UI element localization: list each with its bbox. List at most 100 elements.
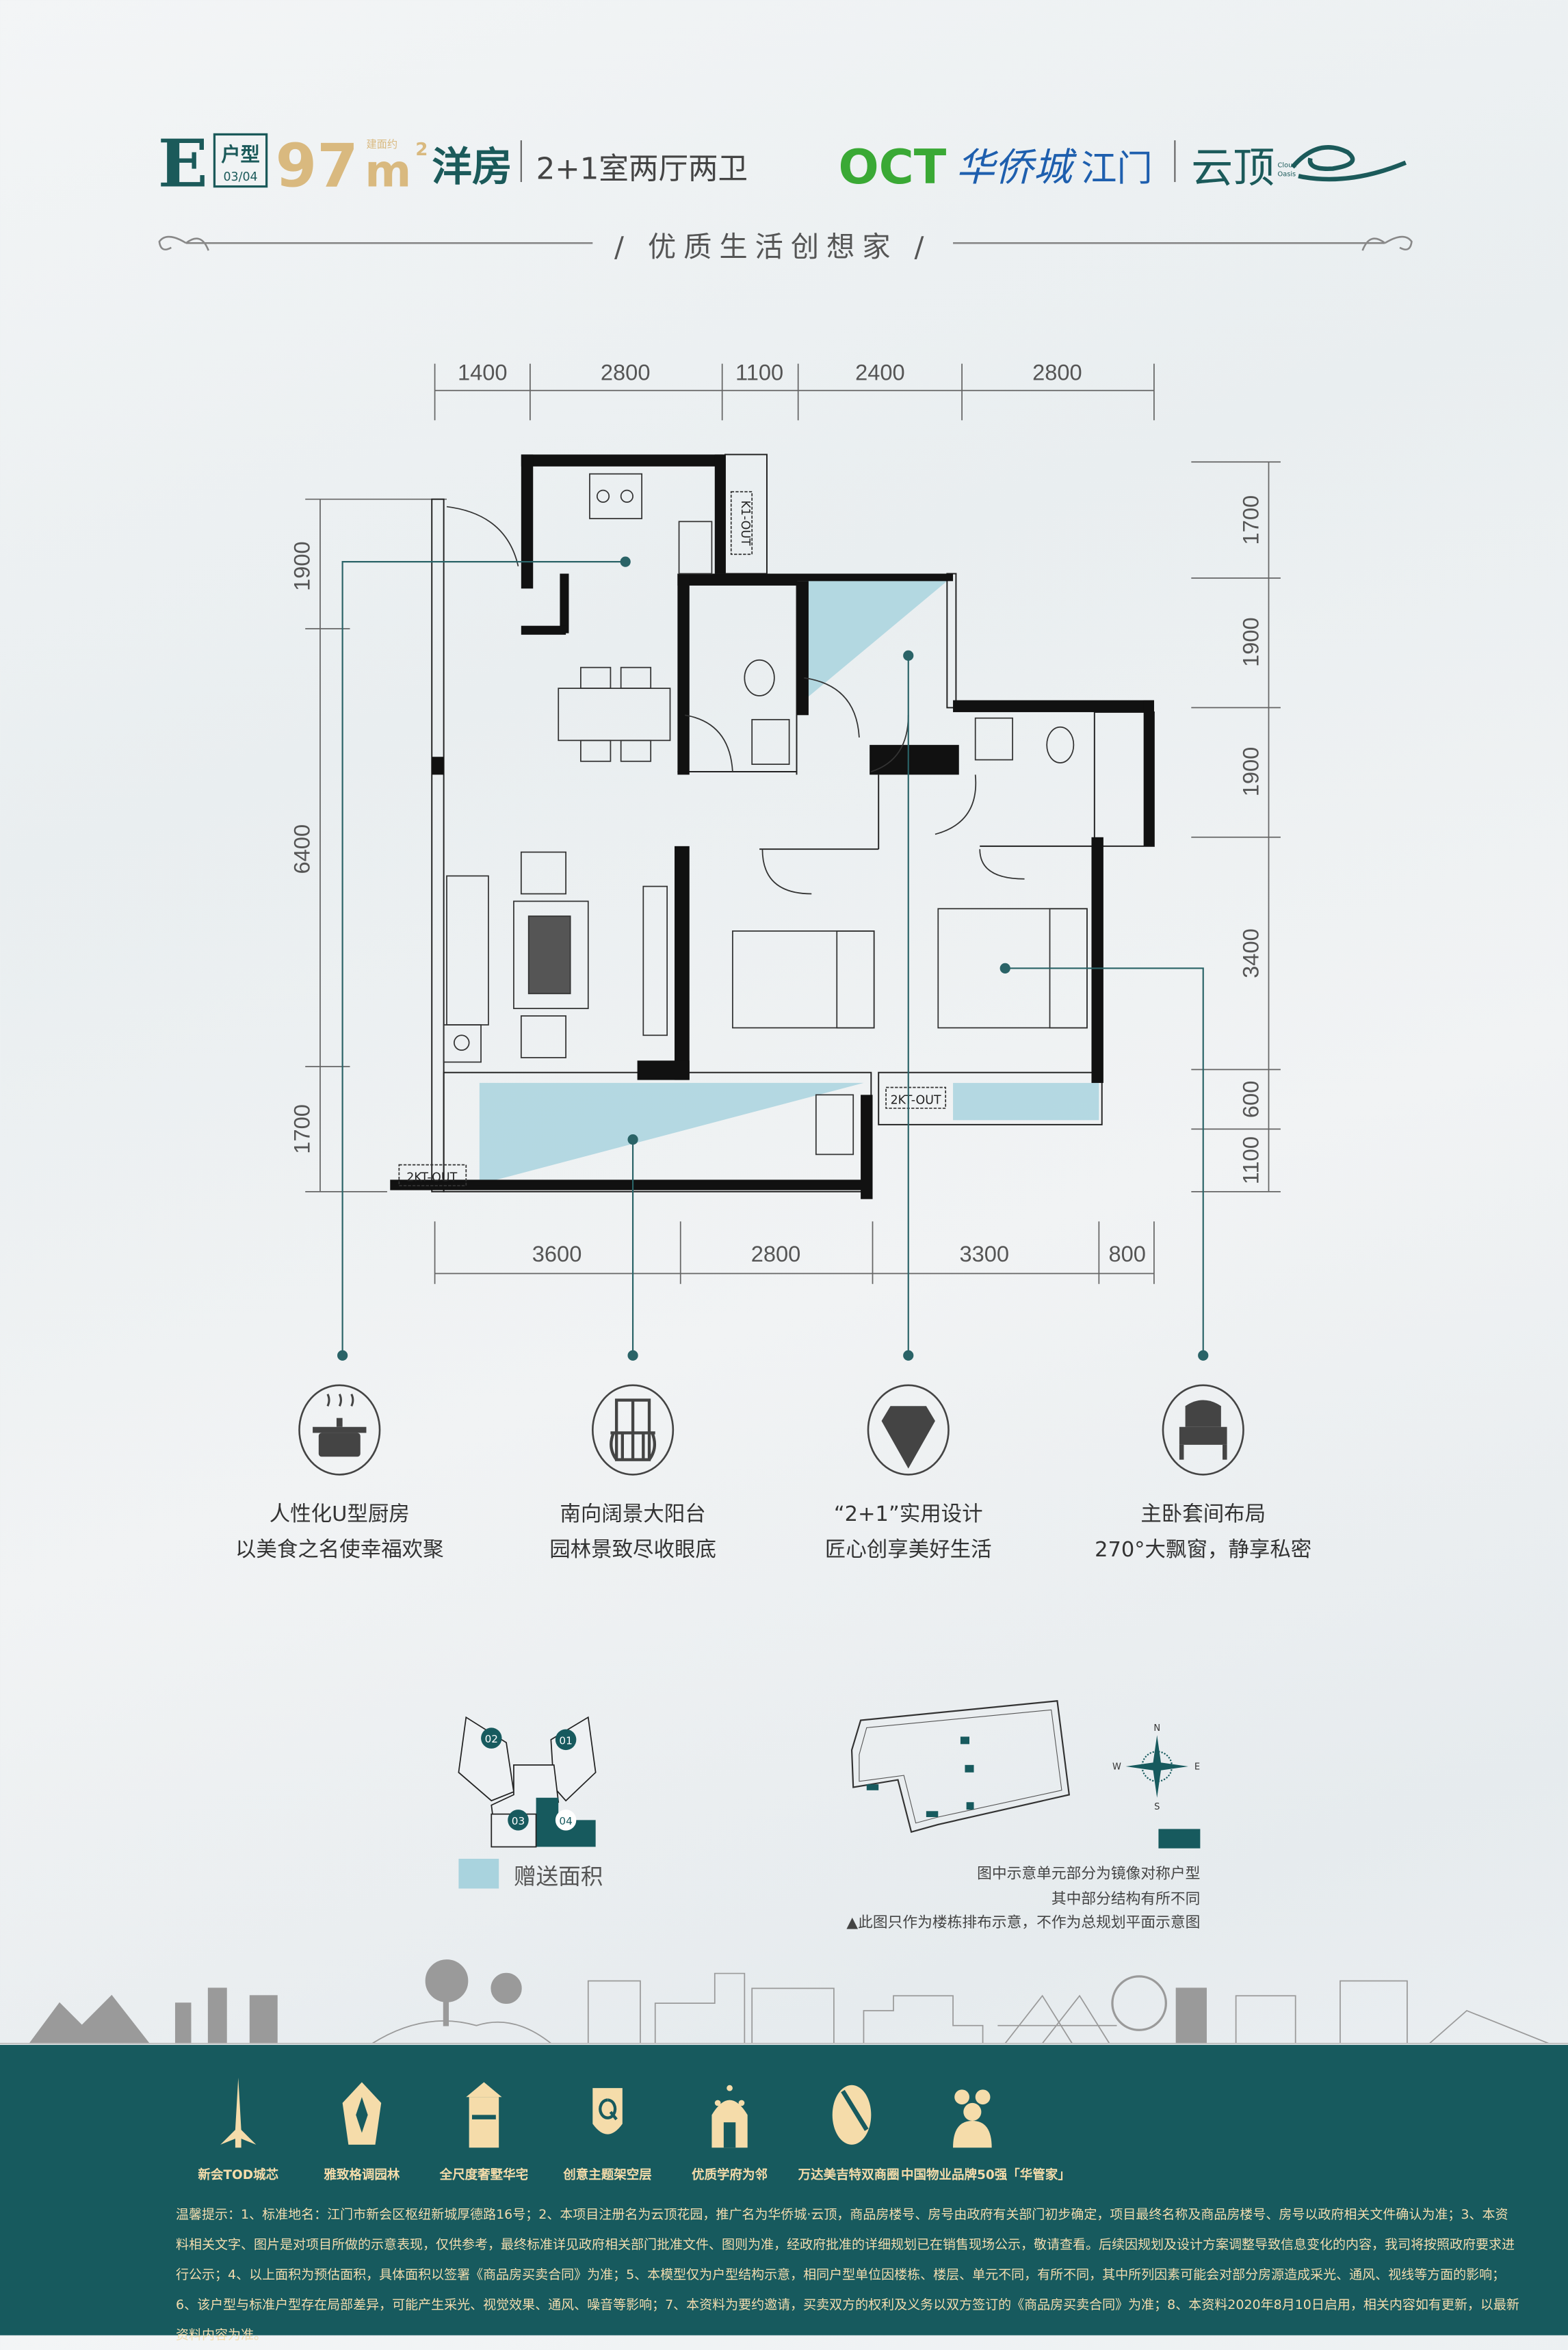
project-en-2: Oasis bbox=[1278, 170, 1296, 178]
disclaimer-text: 温馨提示：1、标准地名：江门市新会区枢纽新城厚德路16号；2、本项目注册名为云顶… bbox=[176, 2207, 1519, 2342]
garden-emblem-icon bbox=[342, 2082, 382, 2145]
diamond-icon bbox=[881, 1406, 935, 1469]
tagline-ornament bbox=[158, 235, 1413, 251]
feature-title: 主卧套间布局 bbox=[1140, 1502, 1266, 1526]
site-plan: N S W E 图中示意单元部分为镜像对称户型 其中部分结构有所不同 ▲此图只作… bbox=[846, 1700, 1201, 1931]
footer-item: 新会TOD城芯 bbox=[198, 2167, 278, 2182]
footer-item: 中国物业品牌50强「华管家」 bbox=[901, 2167, 1071, 2182]
feature-subtitle: 园林景致尽收眼底 bbox=[549, 1538, 716, 1562]
dim-right-4: 3400 bbox=[1238, 928, 1263, 978]
thin-walls bbox=[431, 454, 1155, 1192]
dimension-lines bbox=[305, 363, 1281, 1284]
compass-w: W bbox=[1112, 1762, 1121, 1772]
area-prefix: 建面约 bbox=[366, 138, 397, 151]
sink bbox=[678, 521, 713, 575]
gift-area-legend: 赠送面积 bbox=[514, 1864, 603, 1890]
compass-s: S bbox=[1154, 1802, 1160, 1812]
compass-n: N bbox=[1153, 1723, 1160, 1734]
gift-areas bbox=[479, 581, 1099, 1184]
compass-rose-icon: N S W E bbox=[1112, 1723, 1200, 1812]
dim-right-6: 1100 bbox=[1238, 1136, 1263, 1184]
unit-02-label: 02 bbox=[485, 1733, 498, 1745]
dim-bottom-4: 800 bbox=[1108, 1241, 1145, 1266]
feature-master: 主卧套间布局 270°大飘窗，静享私密 bbox=[1095, 1384, 1311, 1562]
dim-right-2: 1900 bbox=[1238, 617, 1263, 667]
floor-plan: 2KT-OUT 2KT-OUT K1-OUT bbox=[337, 454, 1209, 1361]
area-value: 97 bbox=[276, 131, 358, 201]
feature-title: 南向阔景大阳台 bbox=[560, 1502, 705, 1526]
oct-logo: OCT bbox=[838, 140, 946, 195]
footer-icons bbox=[220, 2077, 992, 2148]
features: 人性化U型厨房 以美食之名使幸福欢聚 南向阔景大阳台 园林景致尽收眼底 “2+1… bbox=[235, 1384, 1311, 1562]
area-sup: 2 bbox=[415, 140, 428, 160]
dim-right-5: 600 bbox=[1238, 1081, 1263, 1118]
ac-out-label: 2KT-OUT bbox=[891, 1093, 941, 1107]
dim-left-1: 1900 bbox=[289, 541, 315, 591]
furniture bbox=[443, 473, 1088, 1156]
washer bbox=[815, 1094, 854, 1156]
wanda-icon bbox=[832, 2085, 872, 2145]
feature-subtitle: 270°大飘窗，静享私密 bbox=[1095, 1538, 1311, 1562]
gift-area-swatch bbox=[458, 1858, 499, 1889]
site-note: 图中示意单元部分为镜像对称户型 bbox=[977, 1865, 1200, 1882]
toilet bbox=[744, 659, 775, 696]
ac-out-label: 2KT-OUT bbox=[406, 1171, 457, 1185]
dim-top-1: 1400 bbox=[458, 360, 508, 385]
dim-bottom-3: 3300 bbox=[959, 1241, 1009, 1266]
footer-item: 全尺度奢墅华宅 bbox=[439, 2167, 529, 2182]
unit-01-label: 01 bbox=[559, 1734, 572, 1747]
project-name: 云顶 bbox=[1191, 144, 1275, 192]
dim-top-5: 2800 bbox=[1032, 360, 1082, 385]
dim-top-4: 2400 bbox=[855, 360, 905, 385]
tower-icon bbox=[220, 2077, 257, 2148]
school-stars-icon bbox=[711, 2085, 748, 2148]
cloud-oasis-logo-swoosh bbox=[1290, 145, 1407, 182]
brand-city: 江门 bbox=[1081, 148, 1152, 190]
sofa bbox=[446, 875, 489, 1026]
layout-desc: 2+1室两厅两卫 bbox=[536, 153, 748, 187]
stove bbox=[589, 473, 643, 519]
type-letter: E bbox=[158, 125, 208, 203]
dim-top-3: 1100 bbox=[735, 360, 783, 385]
brand-name: 华侨城 bbox=[956, 145, 1077, 190]
key-plan: 02 01 03 04 赠送面积 bbox=[458, 1716, 603, 1890]
footer-item: 优质学府为邻 bbox=[692, 2167, 768, 2182]
site-note: ▲此图只作为楼栋排布示意，不作为总规划平面示意图 bbox=[846, 1914, 1200, 1931]
category: 洋房 bbox=[432, 143, 512, 190]
type-label: 户型 bbox=[221, 144, 260, 166]
cooking-pot-icon bbox=[313, 1394, 367, 1457]
feature-title: 人性化U型厨房 bbox=[270, 1502, 410, 1526]
kitchen-out-label: K1-OUT bbox=[738, 500, 752, 546]
feature-title: “2+1”实用设计 bbox=[834, 1502, 983, 1526]
footer-band bbox=[0, 2045, 1568, 2336]
dim-right-1: 1700 bbox=[1238, 495, 1263, 545]
dimension-labels: 1400 2800 1100 2400 2800 3600 2800 3300 … bbox=[289, 360, 1264, 1267]
leader-lines bbox=[337, 556, 1209, 1361]
feature-subtitle: 以美食之名使幸福欢聚 bbox=[235, 1538, 444, 1562]
skyline-illustration bbox=[0, 1959, 1568, 2044]
header: E 户型 03/04 97 m 2 建面约 洋房 2+1室两厅两卫 OCT 华侨… bbox=[158, 125, 1413, 263]
footer-item: 万达美吉特双商圈 bbox=[798, 2167, 900, 2182]
dim-top-2: 2800 bbox=[601, 360, 651, 385]
bed-icon bbox=[1179, 1400, 1227, 1460]
feature-subtitle: 匠心创享美好生活 bbox=[825, 1538, 992, 1562]
ac-units: 2KT-OUT 2KT-OUT K1-OUT bbox=[398, 491, 947, 1186]
compass-e: E bbox=[1194, 1762, 1200, 1772]
dim-right-3: 1900 bbox=[1238, 747, 1263, 797]
villa-icon bbox=[466, 2082, 502, 2148]
footer-item: 创意主题架空层 bbox=[562, 2167, 652, 2182]
people-icon bbox=[953, 2089, 992, 2148]
dim-left-3: 1700 bbox=[289, 1104, 315, 1154]
dim-bottom-1: 3600 bbox=[532, 1241, 582, 1266]
feature-design: “2+1”实用设计 匠心创享美好生活 bbox=[825, 1384, 992, 1562]
building-swatch bbox=[1158, 1829, 1201, 1849]
coffee-table bbox=[513, 900, 589, 1009]
dining-table bbox=[558, 688, 671, 742]
feature-kitchen: 人性化U型厨房 以美食之名使幸福欢聚 bbox=[235, 1384, 444, 1562]
project-en-1: Cloud bbox=[1278, 161, 1297, 169]
area-unit: m bbox=[365, 146, 411, 198]
thick-walls bbox=[390, 454, 1154, 1199]
dim-bottom-2: 2800 bbox=[751, 1241, 801, 1266]
tagline: / 优质生活创想家 / bbox=[614, 231, 931, 263]
